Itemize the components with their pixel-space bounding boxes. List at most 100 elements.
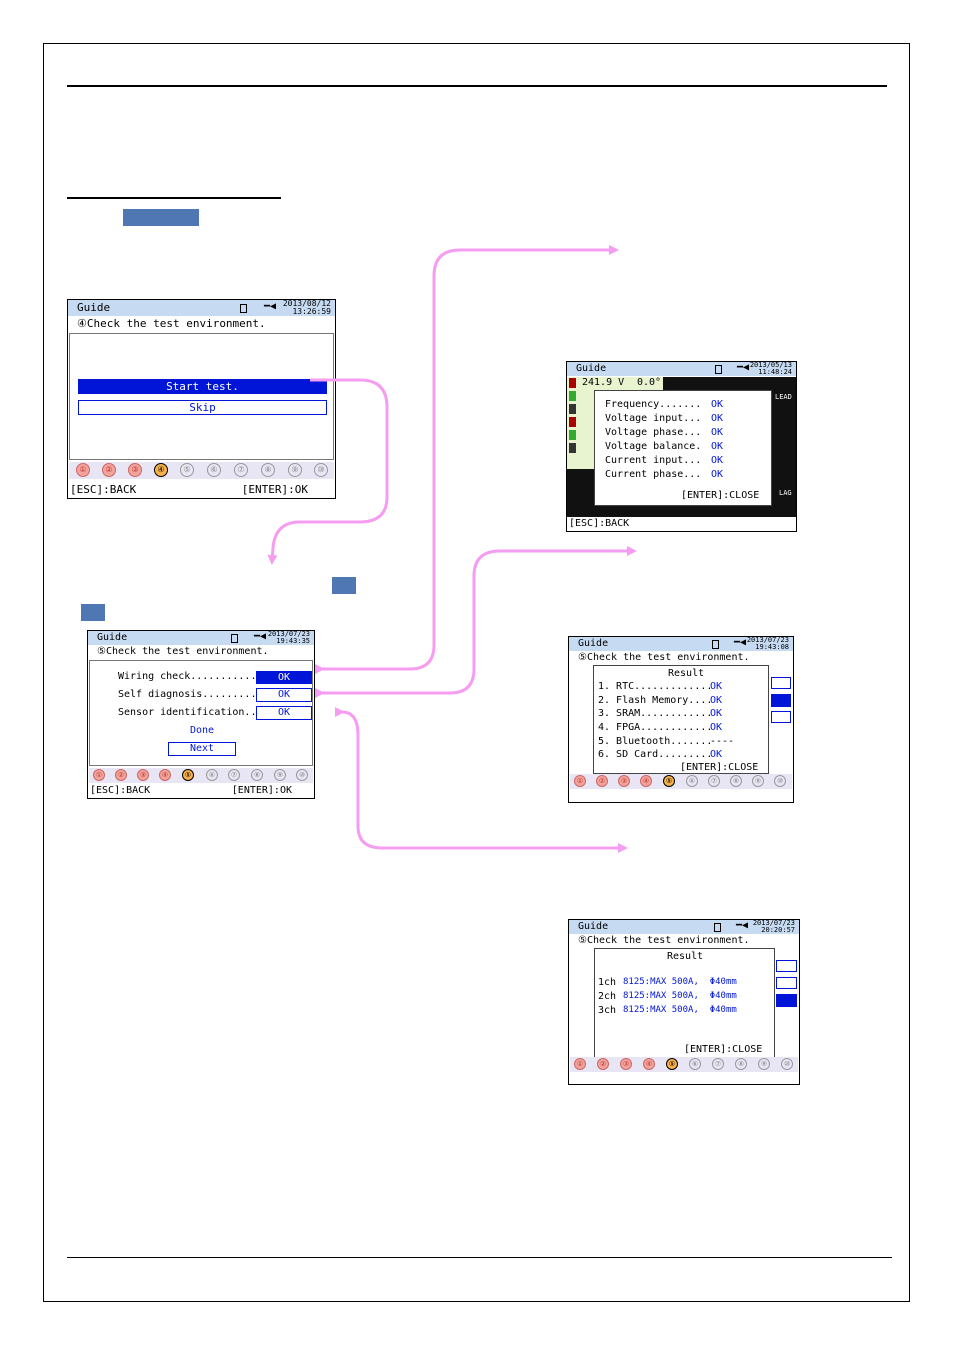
wiring-result-dialog: Frequency....... OK Voltage input... OK …	[594, 390, 772, 506]
screen-subtitle: ⑤Check the test environment.	[97, 646, 269, 657]
title-bar	[569, 920, 799, 934]
power-plug-icon: ━◀	[737, 362, 750, 373]
voltage-balance-value: OK	[711, 441, 724, 452]
footer-esc: [ESC]:BACK	[90, 785, 151, 796]
rtc-value: OK	[710, 681, 723, 692]
screen-title: Guide	[97, 632, 128, 643]
step-8: ⑧	[735, 1058, 747, 1070]
step-10: ⑩	[774, 775, 786, 787]
sd-card-icon	[715, 365, 722, 374]
ch2-sensor: 8125:MAX 500A, Φ40mm	[623, 991, 737, 1001]
step-10: ⑩	[781, 1058, 793, 1070]
bg-ok-box	[771, 711, 791, 723]
voltage-input-value: OK	[711, 413, 724, 424]
done-label: Done	[190, 725, 215, 736]
step-7: ⑦	[228, 769, 240, 781]
step-1: ①	[574, 1058, 586, 1070]
step-2: ②	[597, 1058, 609, 1070]
screen-subtitle: ④Check the test environment.	[77, 317, 266, 330]
sram-value: OK	[710, 708, 723, 719]
wiring-check-ok-button[interactable]: OK	[256, 671, 312, 684]
skip-button[interactable]: Skip	[78, 400, 327, 415]
step-6: ⑥	[206, 769, 218, 781]
ch2-label: 2ch	[598, 991, 617, 1002]
footer-enter: [ENTER]:OK	[241, 483, 308, 496]
title-bar	[88, 631, 314, 645]
step-9: ⑨	[288, 463, 302, 477]
title-bar	[567, 362, 796, 376]
i3-marker	[569, 443, 576, 453]
result-title: Result	[667, 951, 704, 962]
close-hint[interactable]: [ENTER]:CLOSE	[681, 490, 760, 501]
screen-title: Guide	[578, 921, 609, 932]
power-plug-icon: ━◀	[736, 920, 749, 931]
diagnosis-result-dialog: Result 1. RTC............. OK 2. Flash M…	[593, 665, 769, 774]
sensor-identification-ok-button[interactable]: OK	[256, 706, 312, 720]
step-3: ③	[618, 775, 630, 787]
step-7: ⑦	[234, 463, 248, 477]
screen-subtitle: ⑤Check the test environment.	[578, 652, 750, 663]
step-7: ⑦	[708, 775, 720, 787]
sd-card-icon	[714, 923, 721, 932]
step-9: ⑨	[758, 1058, 770, 1070]
step-progress-bar: ① ② ③ ④ ⑤ ⑥ ⑦ ⑧ ⑨ ⑩	[69, 462, 334, 479]
footer-esc: [ESC]:BACK	[569, 518, 630, 529]
step-progress-bar: ① ② ③ ④ ⑤ ⑥ ⑦ ⑧ ⑨ ⑩	[570, 774, 792, 789]
voltage-input-label: Voltage input...	[605, 413, 702, 424]
voltage-phase-label: Voltage phase...	[605, 427, 702, 438]
footer-rule	[67, 1257, 892, 1258]
power-plug-icon: ━◀	[734, 637, 747, 648]
bluetooth-value: ----	[710, 736, 735, 747]
sd-card-value: OK	[710, 749, 723, 760]
section-underline	[67, 197, 281, 199]
fpga-value: OK	[710, 722, 723, 733]
sd-card-icon	[712, 640, 719, 649]
content-area	[69, 333, 334, 460]
lag-label: LAG	[779, 489, 792, 497]
frequency-label: Frequency.......	[605, 399, 702, 410]
step-6: ⑥	[689, 1058, 701, 1070]
step-1: ①	[93, 769, 105, 781]
phase-reading: 0.0°	[637, 377, 662, 388]
next-button[interactable]: Next	[168, 742, 236, 756]
voltage-reading: 241.9 V	[582, 377, 625, 388]
step-4: ④	[640, 775, 652, 787]
current-input-label: Current input...	[605, 455, 702, 466]
current-input-value: OK	[711, 455, 724, 466]
ch1-sensor: 8125:MAX 500A, Φ40mm	[623, 977, 737, 987]
step-8: ⑧	[730, 775, 742, 787]
step-5: ⑤	[182, 769, 194, 781]
screen-title: Guide	[77, 301, 111, 314]
self-diagnosis-ok-button[interactable]: OK	[256, 688, 312, 702]
step-3: ③	[128, 463, 142, 477]
footer-esc: [ESC]:BACK	[70, 483, 137, 496]
voltage-phase-value: OK	[711, 427, 724, 438]
u1-marker	[569, 378, 576, 388]
power-plug-icon: ━◀	[254, 631, 267, 642]
fpga-label: 4. FPGA............	[598, 722, 713, 733]
sd-card-icon	[231, 634, 238, 643]
step-5: ⑤	[663, 775, 675, 787]
step-1: ①	[574, 775, 586, 787]
step-7: ⑦	[712, 1058, 724, 1070]
step-2: ②	[102, 463, 116, 477]
close-hint[interactable]: [ENTER]:CLOSE	[684, 1044, 763, 1055]
step-1: ①	[76, 463, 90, 477]
step-2: ②	[115, 769, 127, 781]
step-8: ⑧	[251, 769, 263, 781]
close-hint[interactable]: [ENTER]:CLOSE	[680, 762, 759, 773]
step-4: ④	[154, 463, 168, 477]
highlight-block	[123, 209, 199, 226]
title-bar	[68, 300, 335, 316]
footer-enter: [ENTER]:OK	[231, 785, 292, 796]
step-3: ③	[137, 769, 149, 781]
start-test-button[interactable]: Start test.	[78, 379, 327, 394]
step-10: ⑩	[314, 463, 328, 477]
step-8: ⑧	[261, 463, 275, 477]
ch3-sensor: 8125:MAX 500A, Φ40mm	[623, 1005, 737, 1015]
step-6: ⑥	[686, 775, 698, 787]
